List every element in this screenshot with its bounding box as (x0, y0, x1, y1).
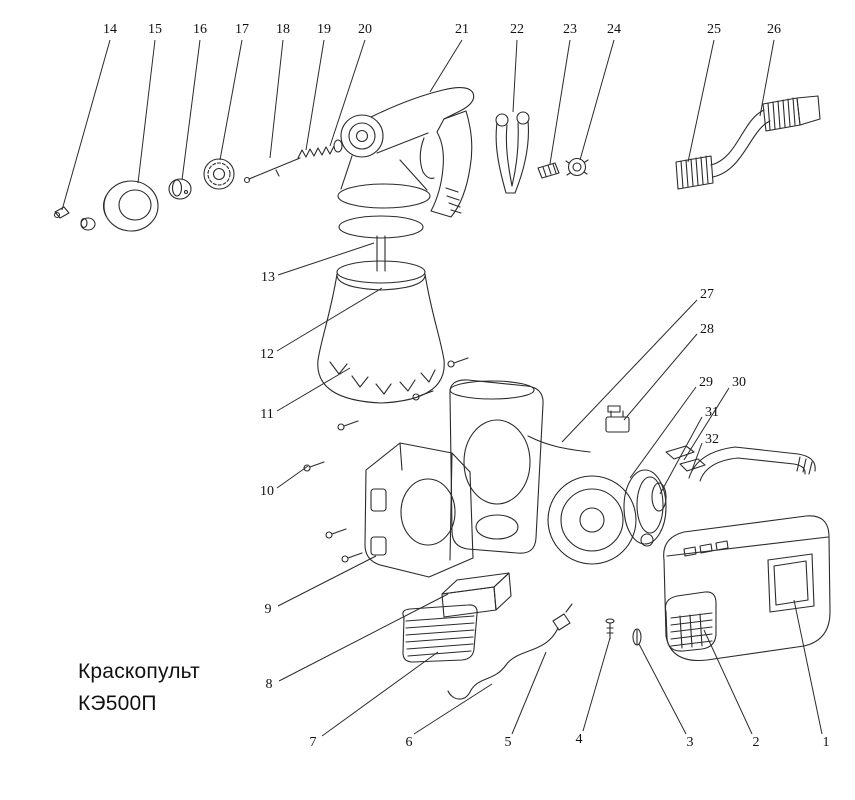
callout-12: 12 (260, 347, 274, 362)
sleeve-drawing (537, 162, 560, 179)
callout-27: 27 (700, 287, 714, 302)
callout-3: 3 (687, 735, 694, 750)
switch-drawing (605, 405, 630, 433)
cap-nut-drawing (102, 180, 159, 232)
leader-line-32 (691, 442, 703, 471)
air-filter-drawing (402, 604, 478, 663)
nozzle-tip-drawing (53, 206, 96, 231)
callout-28: 28 (700, 322, 714, 337)
leader-line-15 (137, 39, 156, 184)
leader-line-3 (638, 643, 687, 735)
leader-line-20 (329, 39, 366, 147)
washer-drawing (168, 178, 192, 200)
callout-17: 17 (235, 22, 249, 37)
callout-24: 24 (607, 22, 621, 37)
callout-2: 2 (753, 735, 760, 750)
main-unit-drawing (663, 446, 831, 662)
leader-line-22 (512, 39, 518, 113)
product-title: Краскопульт КЭ500П (78, 656, 200, 719)
leader-line-6 (413, 683, 493, 735)
callout-32: 32 (705, 432, 719, 447)
callout-11: 11 (260, 407, 273, 422)
leader-line-7 (321, 651, 439, 737)
leader-line-16 (181, 39, 201, 181)
callout-7: 7 (310, 735, 317, 750)
leader-line-25 (687, 39, 715, 163)
callout-13: 13 (261, 270, 275, 285)
leader-line-8 (278, 593, 449, 682)
callout-4: 4 (576, 732, 583, 747)
leader-line-24 (579, 39, 615, 161)
screws-drawing (303, 357, 469, 563)
air-hose-drawing (675, 95, 821, 190)
callout-31: 31 (705, 405, 719, 420)
product-title-line1: Краскопульт (78, 660, 200, 683)
fork-clamp-drawing (495, 111, 530, 194)
small-fasteners-drawing (605, 618, 642, 646)
callout-15: 15 (148, 22, 162, 37)
callout-23: 23 (563, 22, 577, 37)
leader-line-21 (429, 39, 463, 93)
callout-10: 10 (260, 484, 274, 499)
cup-lid-drawing (338, 215, 424, 272)
callout-21: 21 (455, 22, 469, 37)
box-drawing (441, 572, 512, 618)
leader-line-10 (276, 465, 309, 489)
spring-drawing (297, 139, 343, 159)
turbine-drawing (547, 469, 667, 565)
leader-line-29 (629, 386, 697, 479)
leader-line-31 (659, 416, 703, 495)
spray-gun-body-drawing (337, 87, 475, 218)
leader-line-26 (759, 39, 775, 117)
connector-blocks-drawing (665, 445, 706, 472)
callout-20: 20 (358, 22, 372, 37)
leader-line-11 (276, 367, 351, 412)
housing-shells-drawing (364, 379, 544, 578)
needle-drawing (243, 157, 301, 184)
callout-18: 18 (276, 22, 290, 37)
leader-line-28 (623, 333, 698, 421)
leader-line-27 (561, 299, 698, 443)
lock-nut-drawing (565, 157, 589, 177)
callout-16: 16 (193, 22, 207, 37)
callout-30: 30 (732, 375, 746, 390)
callout-25: 25 (707, 22, 721, 37)
callout-5: 5 (505, 735, 512, 750)
leader-line-30 (683, 387, 730, 461)
gear-ring-drawing (203, 158, 235, 190)
callout-22: 22 (510, 22, 524, 37)
leader-line-13 (277, 242, 375, 276)
leader-line-23 (549, 39, 571, 165)
callout-8: 8 (266, 677, 273, 692)
callout-1: 1 (823, 735, 830, 750)
callout-14: 14 (103, 22, 117, 37)
callout-26: 26 (767, 22, 781, 37)
leader-line-1 (793, 599, 823, 735)
callout-29: 29 (699, 375, 713, 390)
leader-line-4 (582, 637, 611, 732)
callout-9: 9 (265, 602, 272, 617)
wire-drawing (527, 435, 591, 453)
leader-line-12 (276, 287, 383, 352)
leader-line-14 (61, 39, 111, 211)
product-title-line2: КЭ500П (78, 691, 157, 715)
leader-line-5 (511, 651, 547, 735)
callout-19: 19 (317, 22, 331, 37)
leader-line-9 (277, 555, 377, 607)
leader-line-19 (305, 39, 325, 151)
leader-line-2 (703, 629, 753, 735)
leader-line-17 (219, 39, 243, 161)
power-cord-drawing (447, 603, 573, 700)
callout-6: 6 (406, 735, 413, 750)
leader-line-18 (269, 39, 284, 159)
